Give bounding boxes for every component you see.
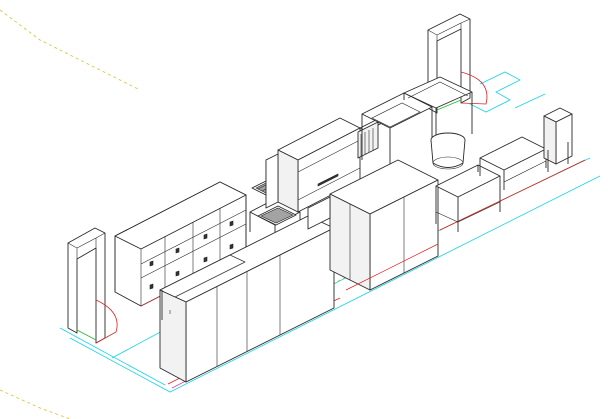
- tall-column-unit: [543, 107, 573, 172]
- door-swing-arc-right: [460, 71, 488, 105]
- floor-line-cyan-2: [59, 327, 166, 386]
- floor-line-cyan-5: [469, 71, 521, 113]
- dishwasher-conveyor: [265, 117, 385, 213]
- floor-line-cyan-1: [69, 175, 601, 393]
- door-swing-arc-right-green: [436, 99, 462, 111]
- door-frame-left: [67, 227, 118, 344]
- door-swing-arc-left-green: [76, 329, 97, 341]
- storage-cabinet: [114, 181, 247, 307]
- round-waste-bin: [430, 132, 466, 170]
- work-table: [435, 164, 501, 232]
- floor-line-yellow-dashed-2: [0, 389, 71, 419]
- prep-counter-right: [479, 136, 547, 190]
- floor-line-yellow-dashed-3: [0, 9, 141, 91]
- sink-table: [361, 76, 473, 172]
- floor-line-cyan-6: [514, 93, 546, 109]
- door-swing-arc-left: [95, 299, 118, 344]
- floor-line-red-2: [439, 159, 586, 231]
- refrigerator-base-red: [345, 243, 439, 291]
- front-counter: [159, 215, 335, 383]
- door-frame-right: [427, 13, 488, 114]
- tall-refrigerator: [307, 159, 439, 291]
